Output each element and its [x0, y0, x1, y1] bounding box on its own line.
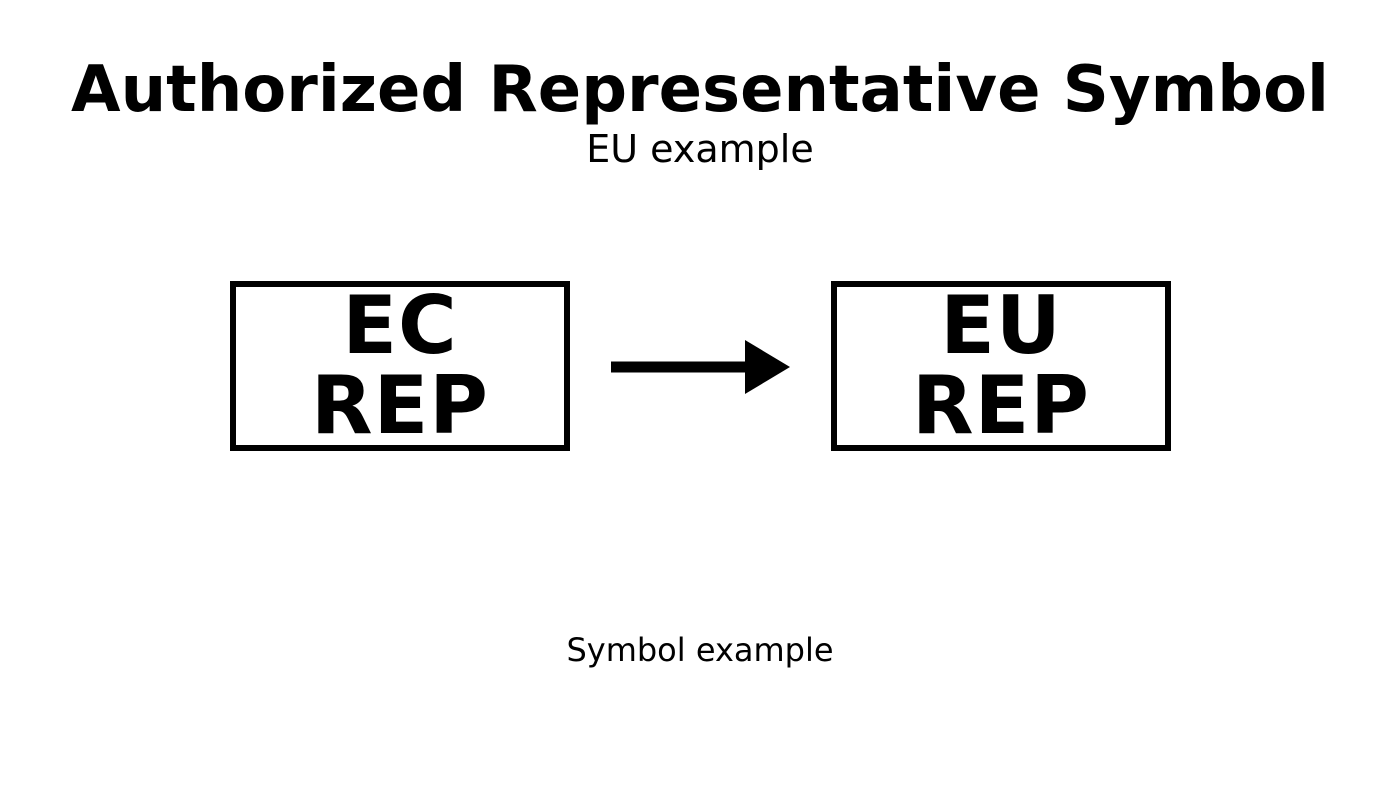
eu-rep-symbol-line1: EU [940, 279, 1062, 372]
page-title: Authorized Representative Symbol [71, 53, 1329, 127]
page-subtitle: EU example [586, 127, 814, 171]
ec-rep-symbol-line2: REP [311, 359, 489, 452]
right-arrow-icon [611, 340, 790, 394]
eu-rep-symbol-box: EU REP [831, 281, 1171, 451]
ec-rep-symbol-box: EC REP [230, 281, 570, 451]
caption: Symbol example [566, 631, 834, 669]
ec-rep-symbol-line1: EC [342, 279, 458, 372]
eu-rep-symbol-line2: REP [912, 359, 1090, 452]
